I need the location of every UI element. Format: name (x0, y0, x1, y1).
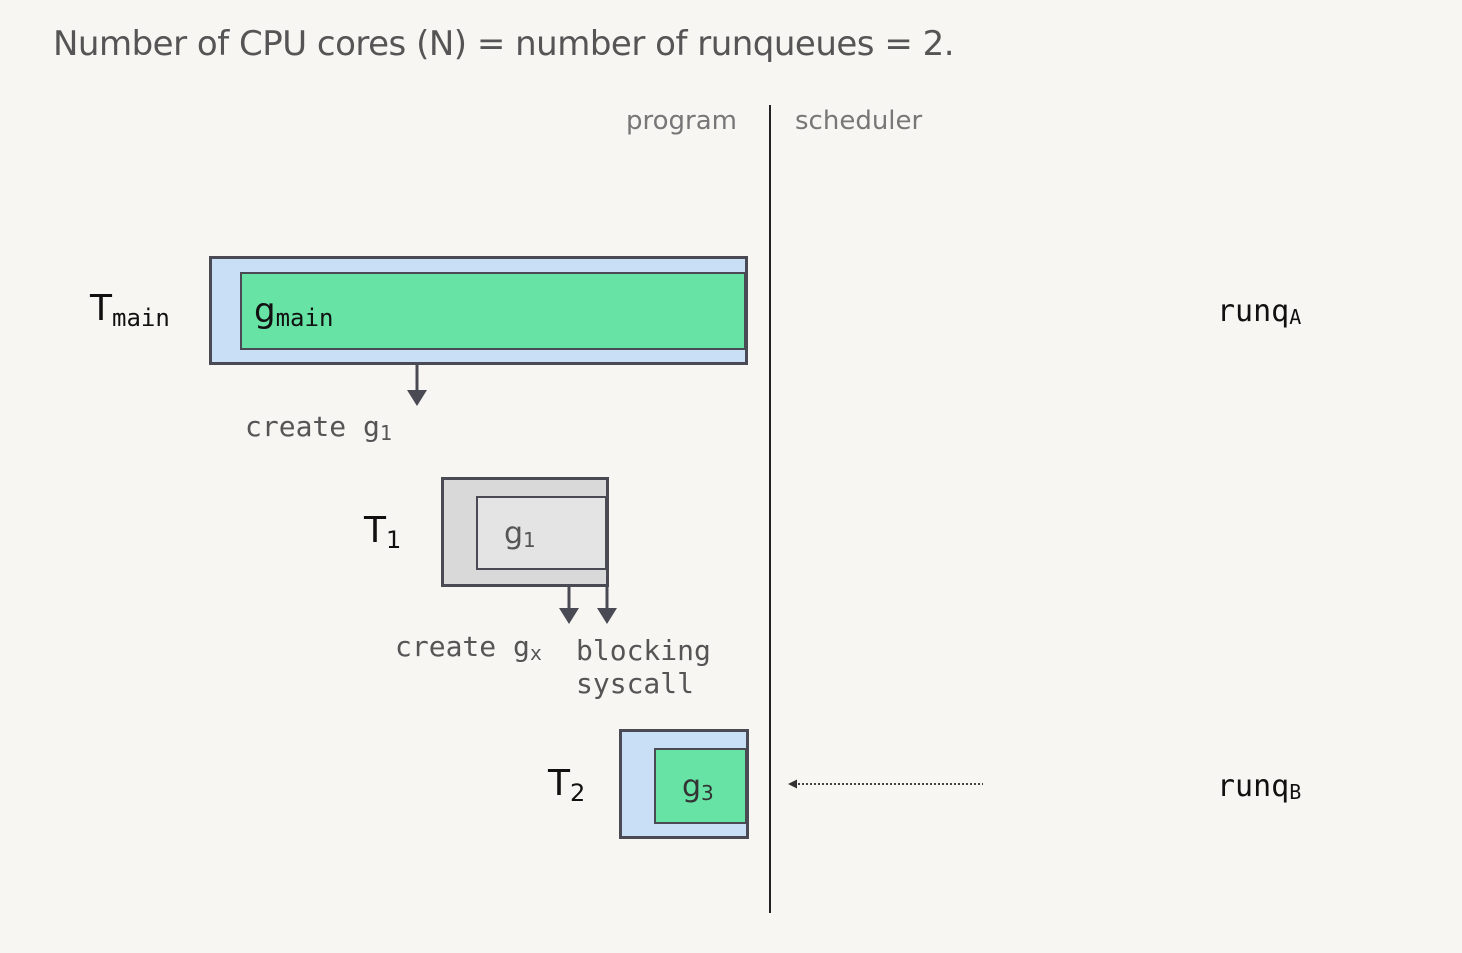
thread-box-t2: g3 (619, 729, 749, 839)
blocking-syscall-label: blocking syscall (576, 634, 711, 700)
goroutine-label-gmain: gmain (254, 291, 334, 332)
thread-box-tmain: gmain (209, 256, 748, 365)
program-scheduler-divider (769, 105, 771, 913)
blocking-syscall-line2: syscall (576, 667, 695, 700)
create-g1-label: create g1 (245, 410, 392, 445)
blocking-syscall-line1: blocking (576, 634, 711, 667)
runq-b-handoff-arrow (788, 779, 983, 789)
thread-label-base: T (90, 288, 112, 329)
runqueue-b: runqB (1217, 769, 1302, 804)
diagram-heading: Number of CPU cores (N) = number of runq… (53, 24, 955, 64)
thread-box-t1: g1 (441, 477, 609, 587)
goroutine-box-g1: g1 (476, 496, 607, 570)
program-column-label: program (626, 106, 737, 136)
create-gx-label: create gx (395, 630, 542, 665)
blocking-syscall-arrow (597, 586, 617, 624)
thread-label-tmain: Tmain (90, 288, 170, 332)
thread-label-t1: T1 (364, 510, 402, 554)
scheduler-column-label: scheduler (795, 106, 923, 136)
create-g1-arrow (407, 364, 427, 406)
goroutine-label-g1: g1 (504, 515, 536, 552)
runqueue-a: runqA (1217, 294, 1302, 329)
thread-label-t2: T2 (548, 763, 586, 807)
goroutine-box-gmain: gmain (240, 272, 746, 350)
thread-label-sub: main (112, 304, 170, 332)
goroutine-box-g3: g3 (654, 748, 747, 824)
create-gx-arrow (559, 586, 579, 624)
goroutine-label-g3: g3 (682, 768, 714, 805)
